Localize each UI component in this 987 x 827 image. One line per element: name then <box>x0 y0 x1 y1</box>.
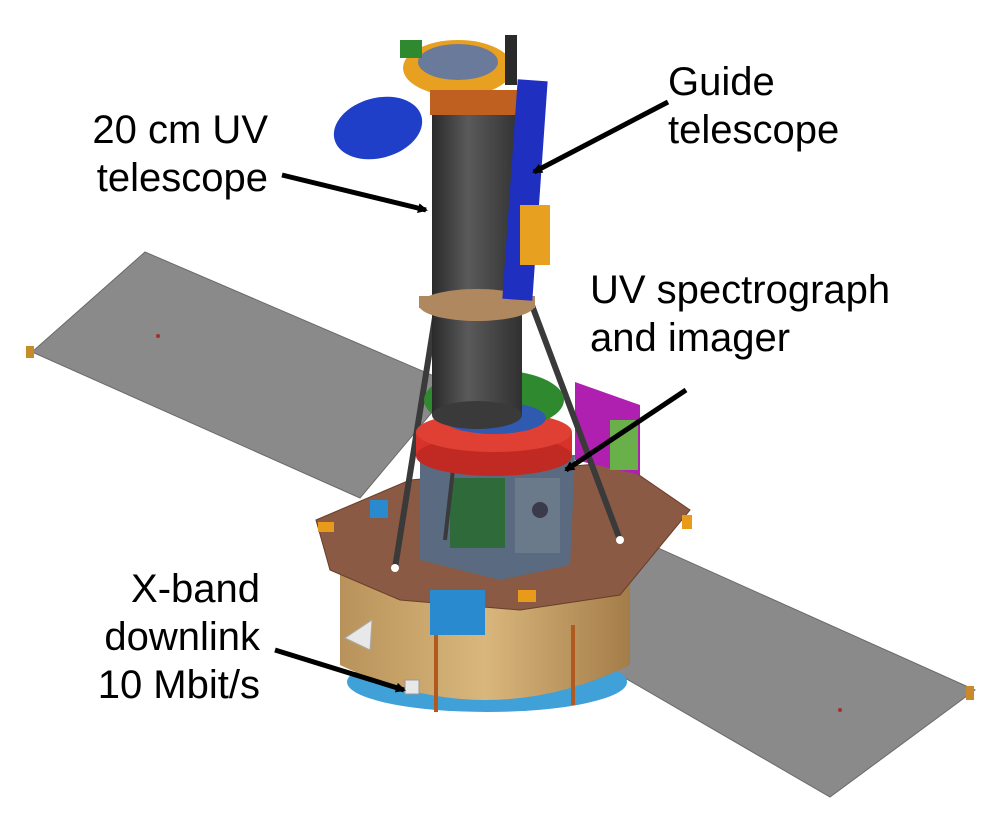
left-solar-panel <box>31 251 456 499</box>
label-uv-telescope: 20 cm UV telescope <box>92 108 268 200</box>
arrow-spectrograph <box>564 387 688 473</box>
label-spectrograph: UV spectrograph and imager <box>590 268 891 360</box>
blue-dish <box>333 96 423 160</box>
bus-side <box>340 575 630 700</box>
arrow-uv-telescope <box>281 172 428 213</box>
arrow-downlink <box>274 647 406 693</box>
label-guide-telescope: Guide telescope <box>668 60 840 152</box>
arrow-guide-telescope <box>532 99 670 175</box>
label-downlink: X-band downlink 10 Mbit/s <box>97 567 260 707</box>
guide-telescope-tube <box>502 79 548 301</box>
